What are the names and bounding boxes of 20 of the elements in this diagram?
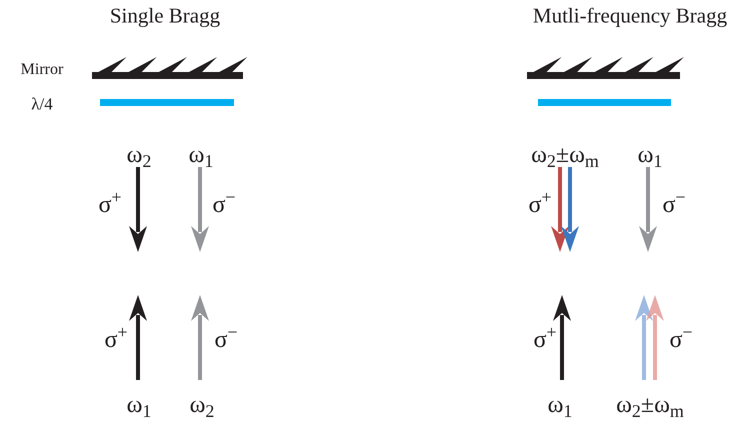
polarization-label: σ$^{−}$ bbox=[662, 193, 686, 217]
polarization-label: σ$^{−}$ bbox=[669, 328, 693, 352]
frequency-label: ω$_{1}$ bbox=[126, 393, 152, 417]
polarization-label: σ$^{+}$ bbox=[533, 328, 557, 352]
frequency-label: ω$_{2}$±ω$_{m}$ bbox=[616, 393, 684, 417]
frequency-label: ω$_{1}$ bbox=[188, 143, 214, 167]
frequency-label: ω$_{1}$ bbox=[548, 393, 572, 417]
polarization-label: σ$^{+}$ bbox=[98, 193, 122, 217]
component-label: λ/4 bbox=[31, 96, 53, 112]
frequency-label: ω$_{2}$ bbox=[126, 143, 152, 167]
frequency-label: ω$_{1}$ bbox=[638, 143, 662, 167]
polarization-label: σ$^{+}$ bbox=[104, 328, 128, 352]
polarization-label: σ$^{+}$ bbox=[528, 193, 552, 217]
polarization-label: σ$^{−}$ bbox=[212, 193, 236, 217]
frequency-label: ω$_{2}$ bbox=[190, 393, 214, 417]
frequency-label: ω$_{2}$±ω$_{m}$ bbox=[531, 143, 599, 167]
panel-title: Single Bragg bbox=[110, 6, 220, 26]
component-label: Mirror bbox=[20, 62, 64, 78]
polarization-label: σ$^{−}$ bbox=[214, 328, 238, 352]
panel-title: Mutli-frequency Bragg bbox=[532, 6, 728, 26]
